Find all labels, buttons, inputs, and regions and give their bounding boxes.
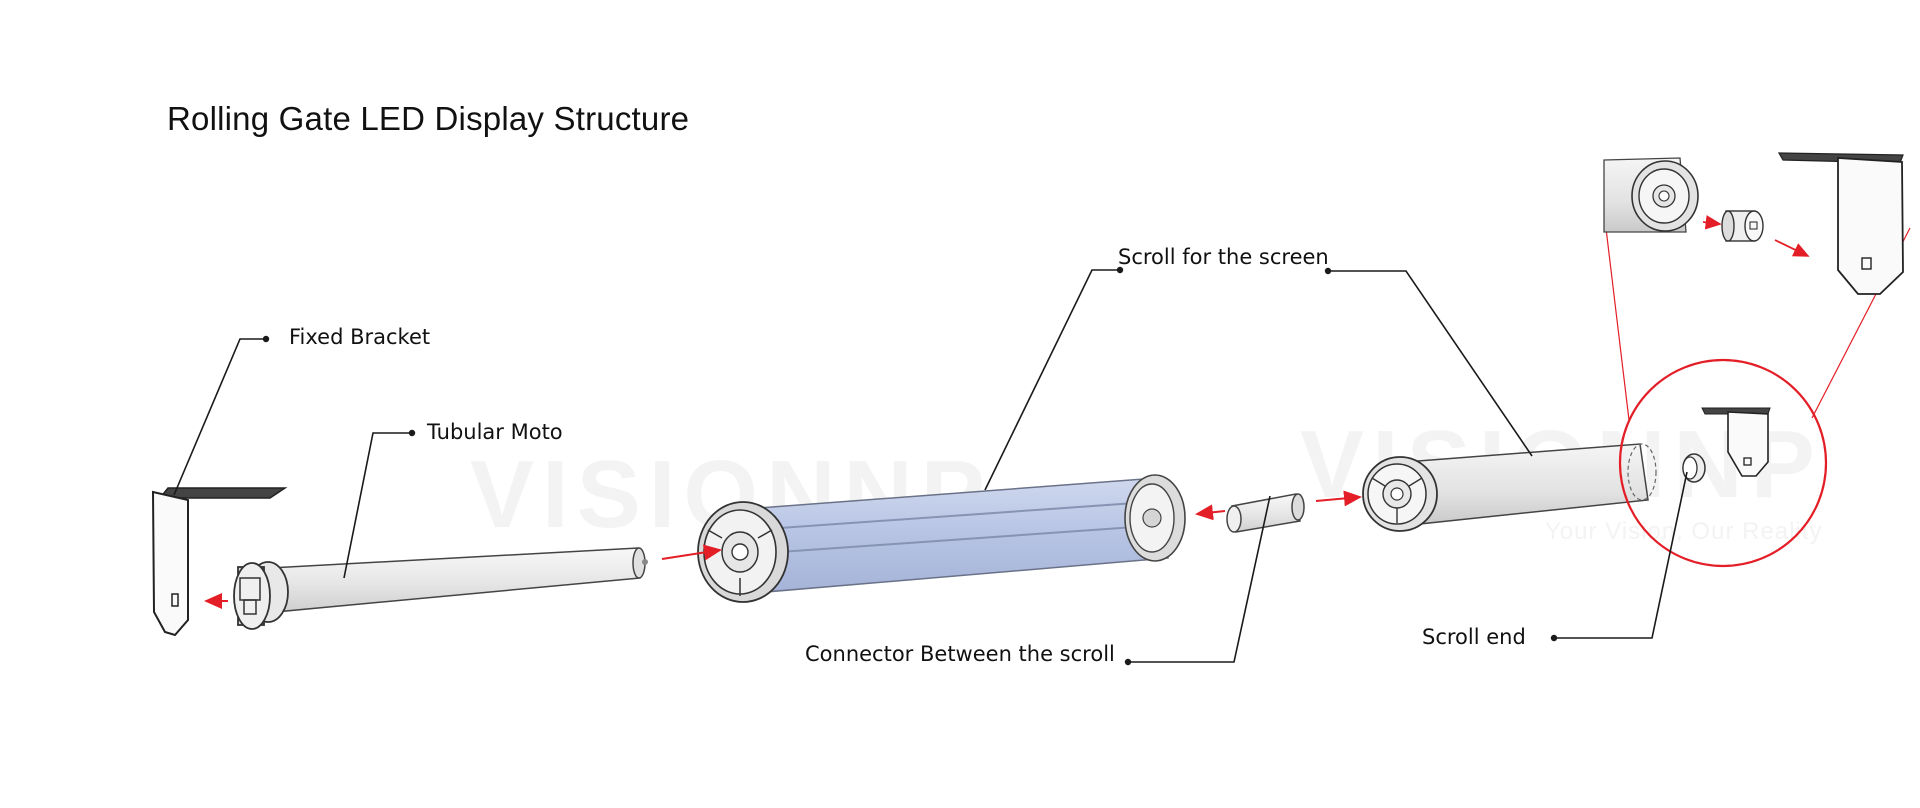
label-connector: Connector Between the scroll [805, 642, 1115, 666]
leader-dots [262, 266, 1558, 666]
scroll-with-screen-part [697, 474, 1186, 603]
label-tubular-moto: Tubular Moto [427, 420, 563, 444]
leader-lines [173, 269, 1688, 663]
label-scroll-end: Scroll end [1422, 625, 1526, 649]
assembly-arrows [204, 490, 1362, 609]
fixed-bracket-part [151, 487, 288, 637]
label-scroll-for-screen: Scroll for the screen [1118, 245, 1329, 269]
diagram-title: Rolling Gate LED Display Structure [167, 100, 690, 137]
scroll-tube-part [1362, 443, 1657, 532]
tubular-motor-part [233, 547, 648, 630]
end-bracket-small-part [1701, 407, 1771, 477]
detail-callout [1603, 152, 1911, 568]
label-fixed-bracket: Fixed Bracket [289, 325, 431, 349]
watermark-tagline: Your Vision, Our Reality [1545, 518, 1823, 545]
